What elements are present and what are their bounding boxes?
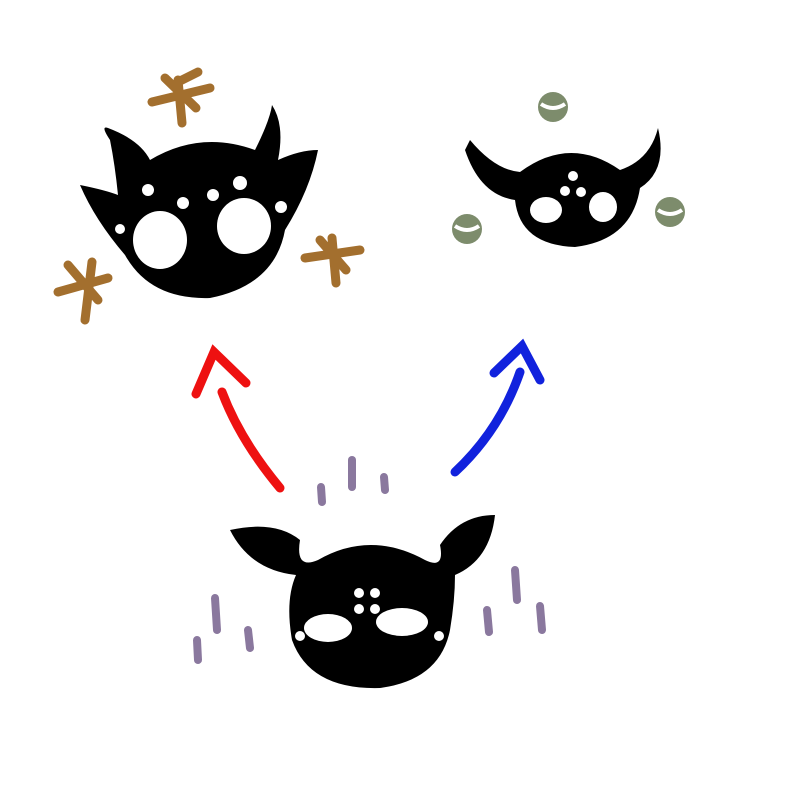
eye-left (133, 211, 187, 269)
eye-right (589, 192, 617, 222)
body-spots (115, 176, 287, 234)
blue-evolution-arrow (450, 338, 545, 477)
eye-right (376, 608, 428, 636)
orb-mark (538, 92, 568, 122)
creature-body (230, 515, 495, 689)
star-mark (53, 257, 113, 325)
stink-lines (193, 456, 546, 664)
orb-mark (452, 214, 482, 244)
body-spots (295, 588, 444, 641)
red-evolution-arrow (191, 344, 285, 493)
orb-marks (452, 92, 685, 244)
body-spots (560, 171, 586, 197)
orb-mark (655, 197, 685, 227)
base-creature (230, 515, 495, 689)
eye-left (304, 614, 352, 642)
evolution-right-creature (465, 128, 661, 247)
star-marks (53, 67, 365, 325)
star-mark (147, 67, 215, 128)
eye-left (530, 197, 562, 223)
star-mark (300, 233, 365, 288)
eye-right (217, 198, 271, 254)
evolution-left-creature (80, 105, 318, 299)
